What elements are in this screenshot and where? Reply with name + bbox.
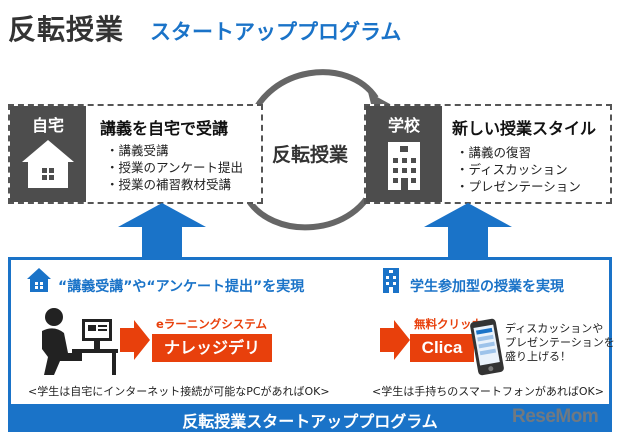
feature-line: 盛り上げる！ [505,350,571,363]
section2-note: <学生は手持ちのスマートフォンがあればOK> [372,385,604,398]
up-arrow-icon [118,203,206,259]
smartphone-icon [470,318,504,376]
home-panel: 自宅 [10,106,86,202]
school-items: ・講義の復習 ・ディスカッション ・プレゼンテーション [456,144,581,195]
section2-feature: ディスカッションや プレゼンテーションを 盛り上げる！ [505,322,615,364]
list-item: ・講義の復習 [456,145,532,160]
school-box: 学校 新しい授業スタイル ・講義の復習 ・ディスカッション ・プレゼンテーション [364,104,612,204]
cycle-label: 反転授業 [272,144,349,166]
school-label: 学校 [387,116,420,135]
school-building-icon [388,142,420,190]
feature-line: プレゼンテーションを [505,336,615,349]
bottom-panel [8,257,612,407]
list-item: ・講義受講 [106,143,169,158]
footer-bar [8,404,612,432]
list-item: ・ディスカッション [456,162,568,177]
product-badge: Clica [410,334,474,362]
school-title: 新しい授業スタイル [452,119,597,138]
list-item: ・授業の補習教材受講 [106,177,232,192]
section1-heading: “講義受講”や“アンケート提出”を実現 [58,279,305,295]
section1-note: <学生は自宅にインターネット接続が可能なPCがあればOK> [28,385,330,398]
right-arrow-icon [380,320,410,360]
list-item: ・授業のアンケート提出 [106,160,244,175]
right-arrow-icon [120,320,150,360]
page-subtitle: スタートアッププログラム [150,20,402,44]
school-panel: 学校 [366,106,442,202]
home-box: 自宅 講義を自宅で受講 ・講義受講 ・授業のアンケート提出 ・授業の補習教材受講 [8,104,263,204]
section2-heading: 学生参加型の授業を実現 [410,279,564,295]
school-building-icon [383,268,399,293]
up-arrow-icon [424,203,512,259]
home-label: 自宅 [31,116,64,135]
watermark-logo: ReseMom [512,406,599,427]
list-item: ・プレゼンテーション [456,179,581,194]
house-icon [22,140,74,188]
feature-line: ディスカッションや [505,322,604,335]
home-title: 講義を自宅で受講 [100,119,229,138]
section1-tag: eラーニングシステム [156,317,267,331]
home-items: ・講義受講 ・授業のアンケート提出 ・授業の補習教材受講 [106,142,243,193]
person-at-computer-icon [42,308,118,375]
page-title: 反転授業 [8,13,125,46]
house-icon [27,268,51,292]
product-badge: ナレッジデリ [152,334,272,362]
footer-label: 反転授業スタートアッププログラム [182,412,438,431]
